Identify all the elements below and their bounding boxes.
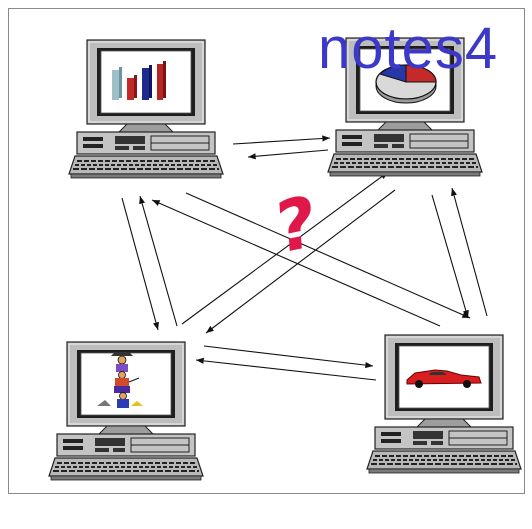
question-mark: ? [273,179,320,271]
arrow-tl-to-tr [232,135,331,145]
arrow-bl-to-tr [181,171,389,325]
arrow-tr-to-bl [205,189,396,334]
arrow-br-to-tr [451,187,488,317]
computer-top-left [68,39,224,179]
arrow-tr-to-tl [247,149,329,160]
pie-chart-icon [375,64,437,104]
arrow-tl-to-br [185,192,471,319]
stacked-figures-icon [97,352,143,408]
computer-bottom-left [48,341,204,481]
arrow-tr-to-br [431,194,469,319]
red-car-icon [406,369,482,388]
computer-bottom-right [366,334,522,474]
arrow-bl-to-tl [139,195,178,327]
connection-arrows [121,135,488,381]
watermark-text: notes4 [318,16,499,81]
arrow-bl-to-br [203,345,374,369]
bar-chart-icon [112,61,166,100]
arrow-tl-to-bl [121,197,159,331]
arrow-br-to-bl [195,357,377,381]
arrow-br-to-tl [151,199,441,327]
computer-top-right [327,37,483,177]
